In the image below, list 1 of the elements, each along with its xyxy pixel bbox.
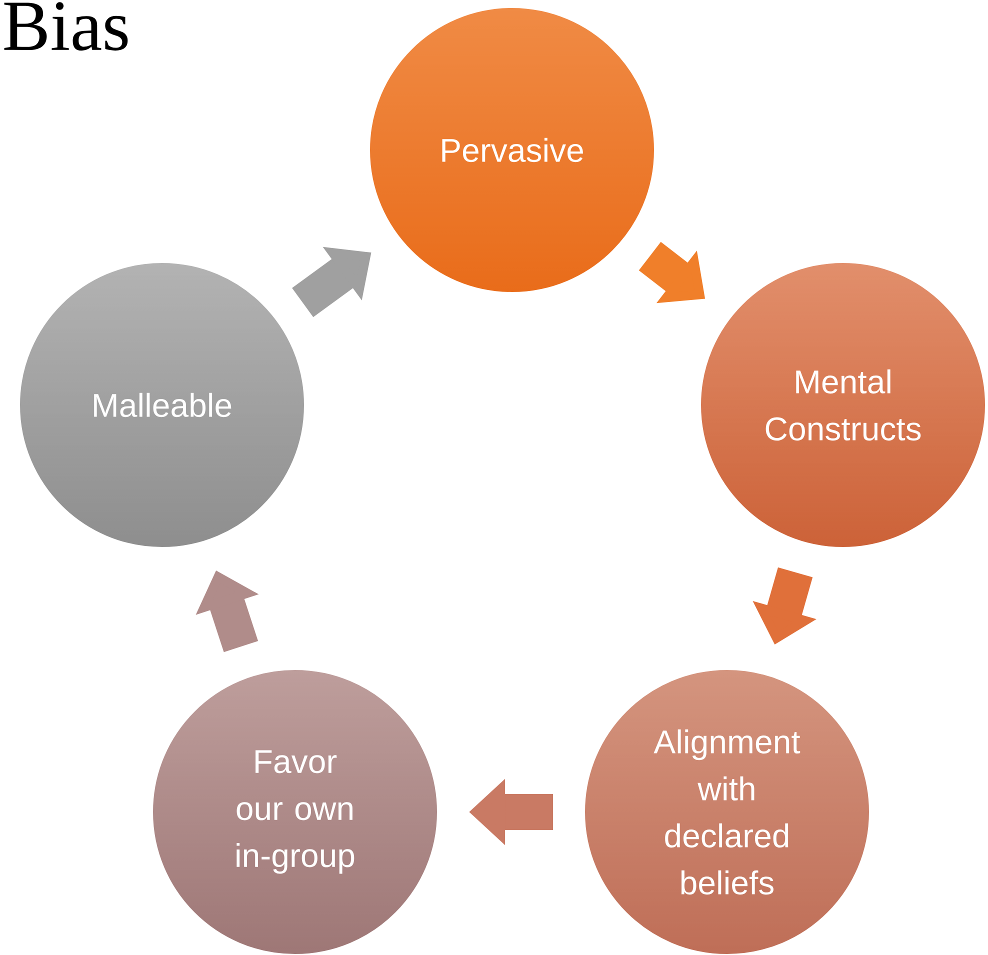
- title: Bias: [4, 2, 128, 51]
